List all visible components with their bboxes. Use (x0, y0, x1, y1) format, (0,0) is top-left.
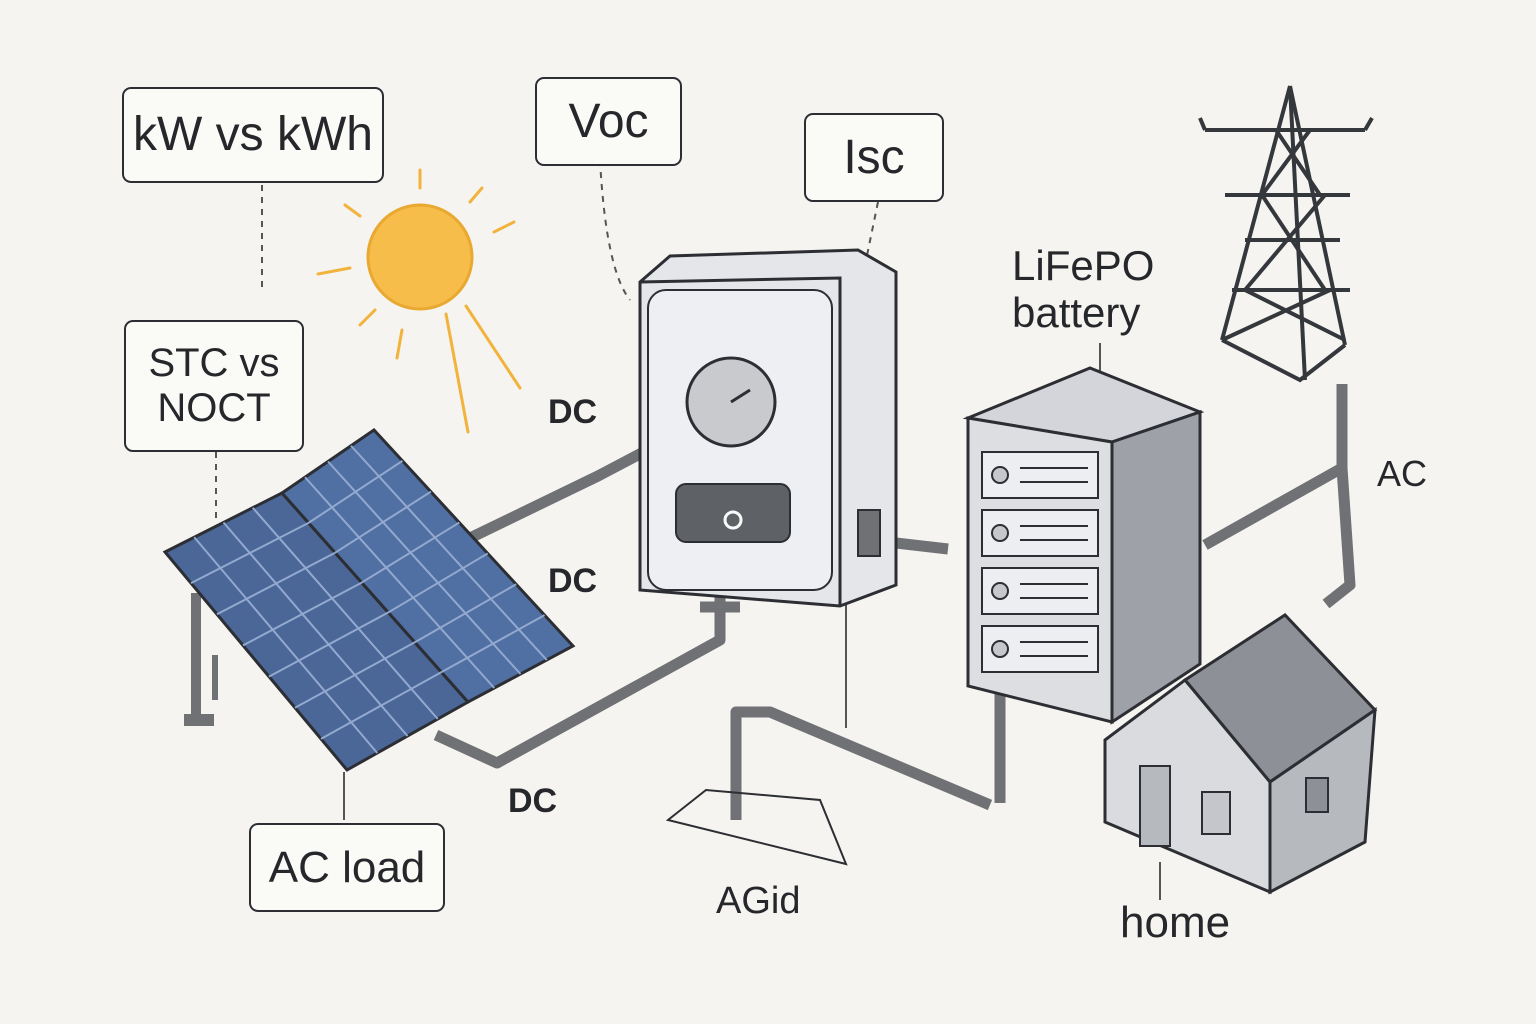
ac-load-label: AC load (249, 823, 445, 912)
sun-icon (316, 168, 522, 434)
dc-label-upper: DC (548, 393, 598, 431)
dc-cables (433, 441, 740, 769)
house-icon (1103, 613, 1378, 895)
lifepo-battery-label: LiFePO battery (1012, 242, 1155, 337)
stc-vs-noct-label: STC vs NOCT (124, 320, 304, 452)
dc-label-lower: DC (508, 782, 558, 820)
home-label: home (1120, 898, 1231, 947)
inverter-icon (638, 248, 898, 608)
dc-label-middle: DC (548, 562, 598, 600)
transmission-tower-icon (1198, 85, 1374, 383)
battery-rack-icon (962, 366, 1205, 725)
leader-lines (215, 159, 1161, 900)
ac-label: AC (1377, 453, 1428, 494)
grid-ground-pad (665, 788, 848, 866)
solar-panel-icon (162, 428, 576, 772)
grid-label: AGid (716, 880, 801, 922)
kw-vs-kwh-label: kW vs kWh (122, 87, 384, 183)
isc-label: Isc (804, 113, 944, 202)
voc-label: Voc (535, 77, 682, 166)
